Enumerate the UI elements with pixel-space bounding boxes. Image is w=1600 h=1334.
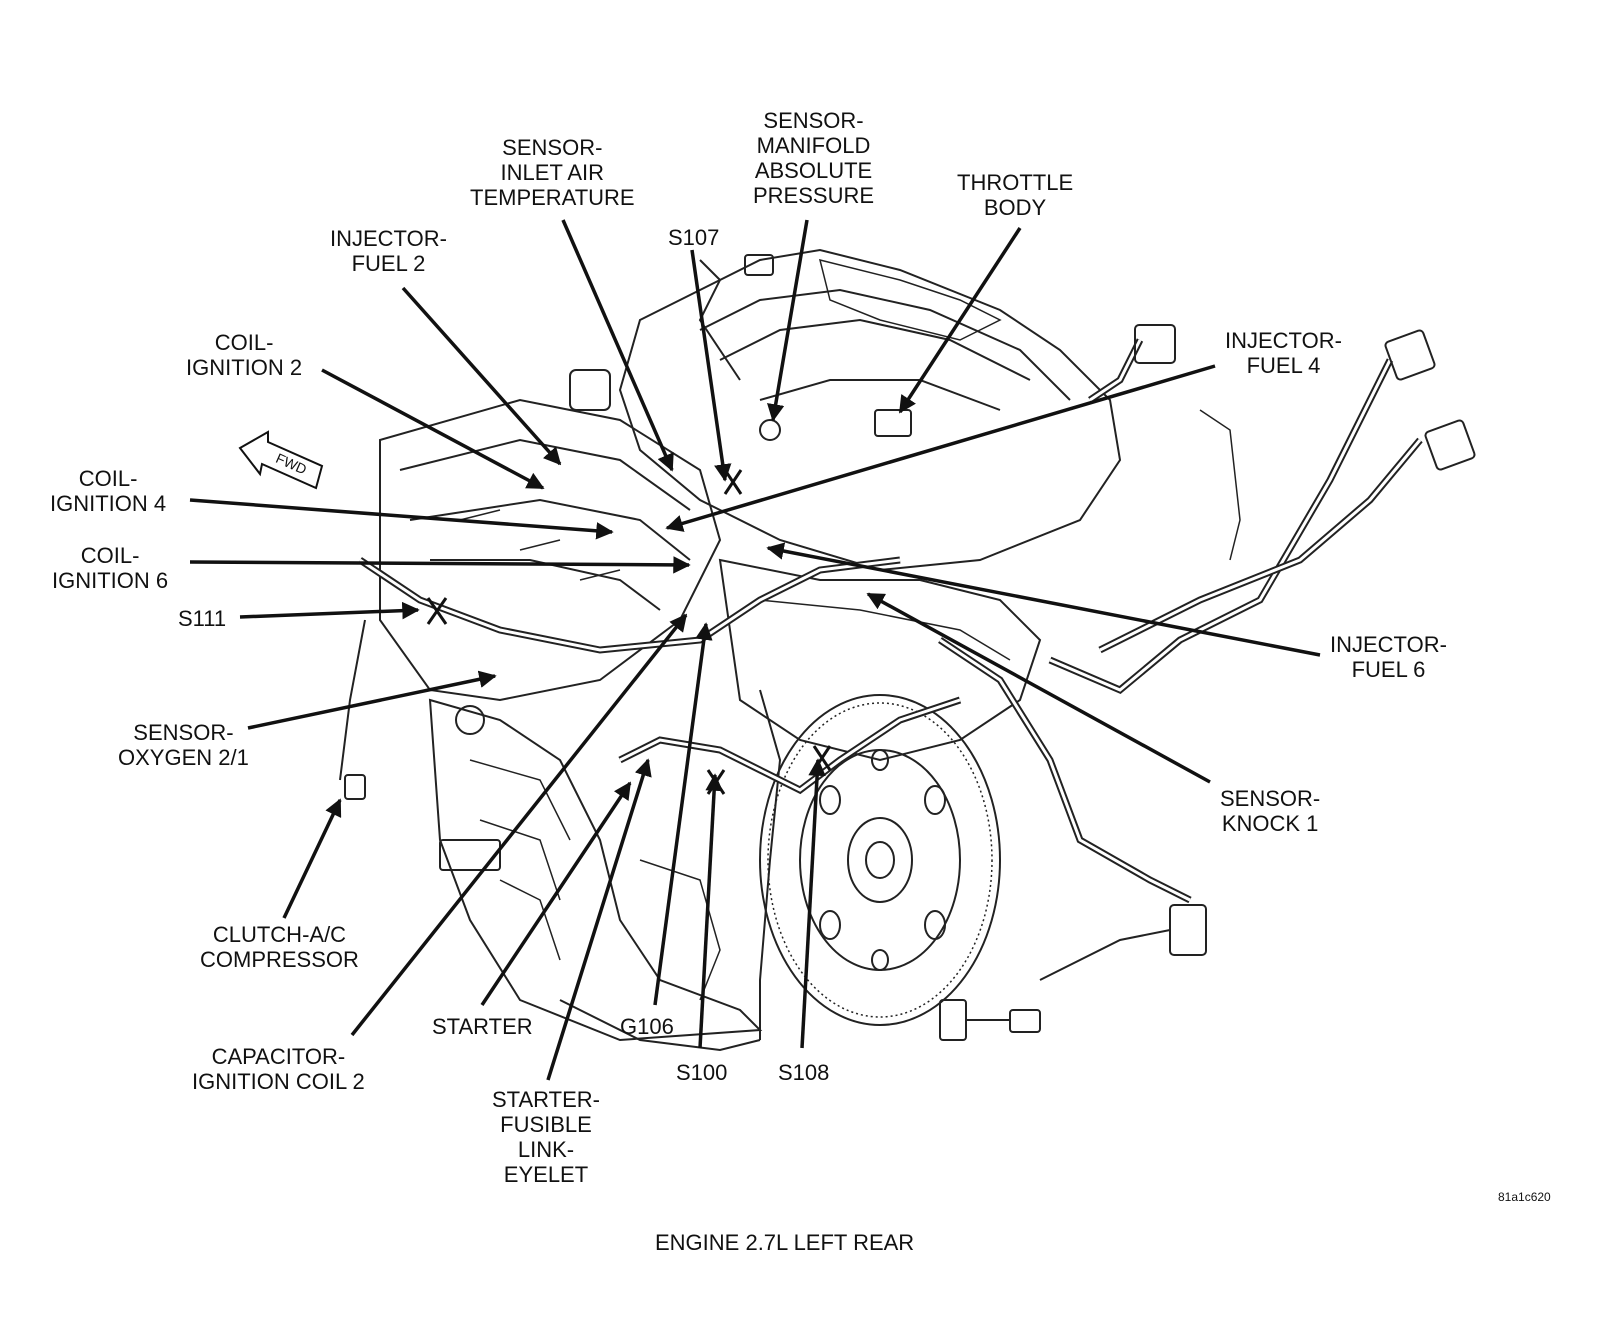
leader-coil-ignition-6	[189, 556, 691, 574]
label-s111: S111	[178, 606, 227, 631]
label-starter: STARTER	[432, 1014, 533, 1039]
leader-injector-fuel-6	[766, 542, 1321, 657]
leader-sensor-knock	[866, 592, 1211, 784]
leader-sensor-map	[767, 219, 809, 422]
leader-clutch-ac	[282, 798, 342, 919]
label-sensor-oxygen-2-1: SENSOR-OXYGEN 2/1	[118, 720, 249, 770]
image-reference-code: 81a1c620	[1498, 1190, 1551, 1204]
leader-s111	[239, 601, 420, 620]
leader-starter-link	[546, 758, 652, 1081]
label-injector-fuel-2: INJECTOR-FUEL 2	[330, 226, 447, 276]
leader-s100	[698, 773, 723, 1049]
label-g106: G106	[620, 1014, 674, 1039]
label-injector-fuel-4: INJECTOR-FUEL 4	[1225, 328, 1342, 378]
label-s107: S107	[668, 225, 720, 250]
label-s100: S100	[676, 1060, 728, 1085]
label-coil-ignition-4: COIL-IGNITION 4	[50, 466, 167, 516]
leader-capacitor	[350, 613, 688, 1037]
engine-illustration	[339, 248, 1476, 1052]
leader-g106	[653, 622, 713, 1006]
leader-sensor-oxygen	[247, 670, 497, 730]
leader-coil-ignition-2	[321, 368, 545, 490]
label-s108: S108	[778, 1060, 830, 1085]
leader-sensor-iat	[561, 219, 674, 472]
splice-marks	[426, 469, 832, 795]
diagram-caption: ENGINE 2.7L LEFT REAR	[655, 1230, 915, 1255]
leader-injector-fuel-2	[401, 286, 562, 466]
leader-injector-fuel-4	[665, 364, 1216, 532]
leader-s107	[690, 249, 732, 482]
fwd-direction-marker: FWD	[238, 430, 324, 490]
label-coil-ignition-6: COIL-IGNITION 6	[52, 543, 169, 593]
leader-lines	[189, 219, 1321, 1081]
label-capacitor-ignition-coil-2: CAPACITOR-IGNITION COIL 2	[192, 1044, 365, 1094]
leader-starter	[480, 781, 632, 1006]
label-injector-fuel-6: INJECTOR-FUEL 6	[1330, 632, 1447, 682]
label-sensor-knock-1: SENSOR-KNOCK 1	[1220, 786, 1321, 836]
label-coil-ignition-2: COIL-IGNITION 2	[186, 330, 303, 380]
leader-s108	[800, 758, 826, 1049]
leader-coil-ignition-4	[189, 498, 614, 540]
leader-throttle-body	[898, 227, 1022, 414]
